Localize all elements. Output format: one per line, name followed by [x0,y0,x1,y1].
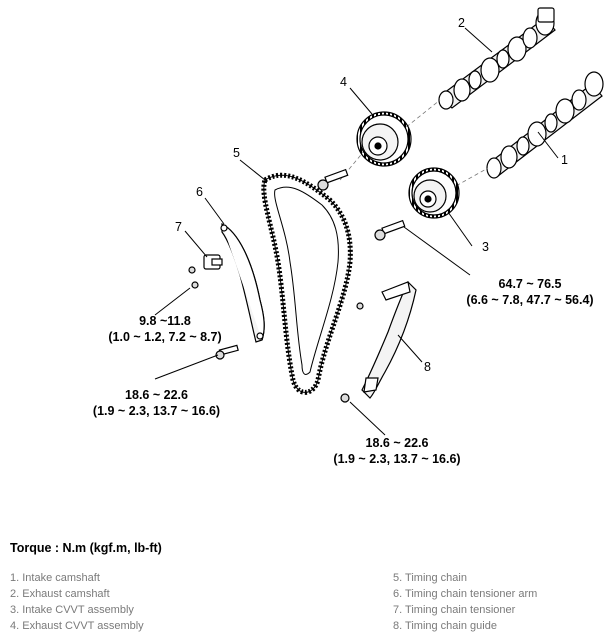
torque-value: 9.8 ~11.8 [139,314,191,328]
torque-spec-arm-bolt: 18.6 ~ 22.6 (1.9 ~ 2.3, 13.7 ~ 16.6) [84,387,229,419]
callout-2: 2 [458,16,465,30]
torque-value: 18.6 ~ 22.6 [125,388,188,402]
torque-alt-units: (1.0 ~ 1.2, 7.2 ~ 8.7) [108,330,222,344]
leader-lines [154,27,559,436]
legend-right-column: 5. Timing chain 6. Timing chain tensione… [393,570,537,634]
exhaust-cvvt-assembly [356,111,412,167]
legend-item: 1. Intake camshaft [10,572,100,584]
timing-system-diagram [154,7,604,436]
torque-value: 18.6 ~ 22.6 [365,436,429,450]
exhaust-camshaft [438,7,556,110]
legend-item: 8. Timing chain guide [393,620,497,632]
legend-left-column: 1. Intake camshaft 2. Exhaust camshaft 3… [10,570,144,634]
callout-1: 1 [561,153,568,167]
legend-item: 7. Timing chain tensioner [393,604,516,616]
callout-4: 4 [340,75,347,89]
cvvt-bolt-lower [374,219,406,241]
arm-bolt [215,344,239,360]
callout-6: 6 [196,185,203,199]
callout-3: 3 [482,240,489,254]
legend-item: 5. Timing chain [393,572,467,584]
cvvt-bolt-upper [317,168,349,191]
callout-7: 7 [175,220,182,234]
timing-chain [261,172,353,395]
legend-item: 3. Intake CVVT assembly [10,604,134,616]
torque-spec-guide-bolt: 18.6 ~ 22.6 (1.9 ~ 2.3, 13.7 ~ 16.6) [322,435,472,467]
intake-camshaft [486,71,604,179]
callout-5: 5 [233,146,240,160]
torque-alt-units: (1.9 ~ 2.3, 13.7 ~ 16.6) [333,452,461,466]
torque-spec-tensioner-bolt: 9.8 ~11.8 (1.0 ~ 1.2, 7.2 ~ 8.7) [95,313,235,345]
legend-item: 2. Exhaust camshaft [10,588,110,600]
torque-units-heading: Torque : N.m (kgf.m, lb-ft) [10,541,162,555]
legend-item: 6. Timing chain tensioner arm [393,588,538,600]
legend-item: 4. Exhaust CVVT assembly [10,620,144,632]
torque-alt-units: (6.6 ~ 7.8, 47.7 ~ 56.4) [466,293,594,307]
timing-chain-tensioner [188,254,223,289]
torque-spec-cvvt-bolt: 64.7 ~ 76.5 (6.6 ~ 7.8, 47.7 ~ 56.4) [445,276,613,308]
callout-8: 8 [424,360,431,374]
torque-alt-units: (1.9 ~ 2.3, 13.7 ~ 16.6) [92,404,221,418]
intake-cvvt-assembly [408,167,460,219]
torque-value: 64.7 ~ 76.5 [498,277,562,291]
timing-chain-tensioner-arm [220,223,265,343]
timing-chain-guide [340,280,417,403]
